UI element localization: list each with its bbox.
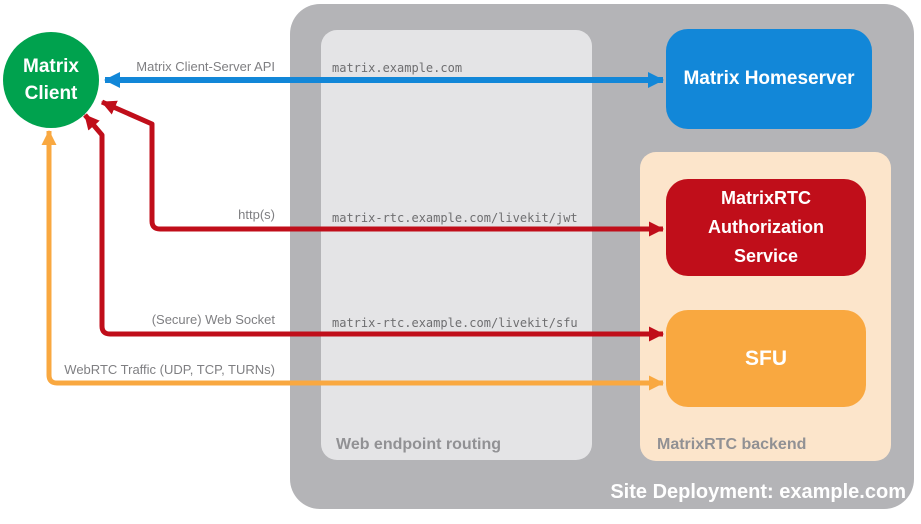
endpoint-matrix-example-com: matrix.example.com bbox=[332, 61, 463, 75]
matrixrtc-authorization-service-node: MatrixRTC Authorization Service bbox=[666, 179, 866, 276]
web-endpoint-routing-region bbox=[321, 30, 592, 460]
endpoint-livekit-sfu: matrix-rtc.example.com/livekit/sfu bbox=[332, 316, 578, 330]
matrix-client-node: Matrix Client bbox=[3, 32, 99, 128]
matrix-homeserver-node: Matrix Homeserver bbox=[666, 29, 872, 129]
client-server-api-label: Matrix Client-Server API bbox=[136, 59, 275, 74]
websocket-label: (Secure) Web Socket bbox=[151, 312, 275, 327]
https-label: http(s) bbox=[238, 207, 275, 222]
sfu-node: SFU bbox=[666, 310, 866, 407]
webrtc-traffic-label: WebRTC Traffic (UDP, TCP, TURNs) bbox=[64, 362, 275, 377]
endpoint-livekit-jwt: matrix-rtc.example.com/livekit/jwt bbox=[332, 211, 578, 225]
matrixrtc-backend-label: MatrixRTC backend bbox=[657, 436, 807, 453]
web-endpoint-routing-label: Web endpoint routing bbox=[336, 436, 502, 453]
site-deployment-label: Site Deployment: example.com bbox=[610, 481, 906, 503]
